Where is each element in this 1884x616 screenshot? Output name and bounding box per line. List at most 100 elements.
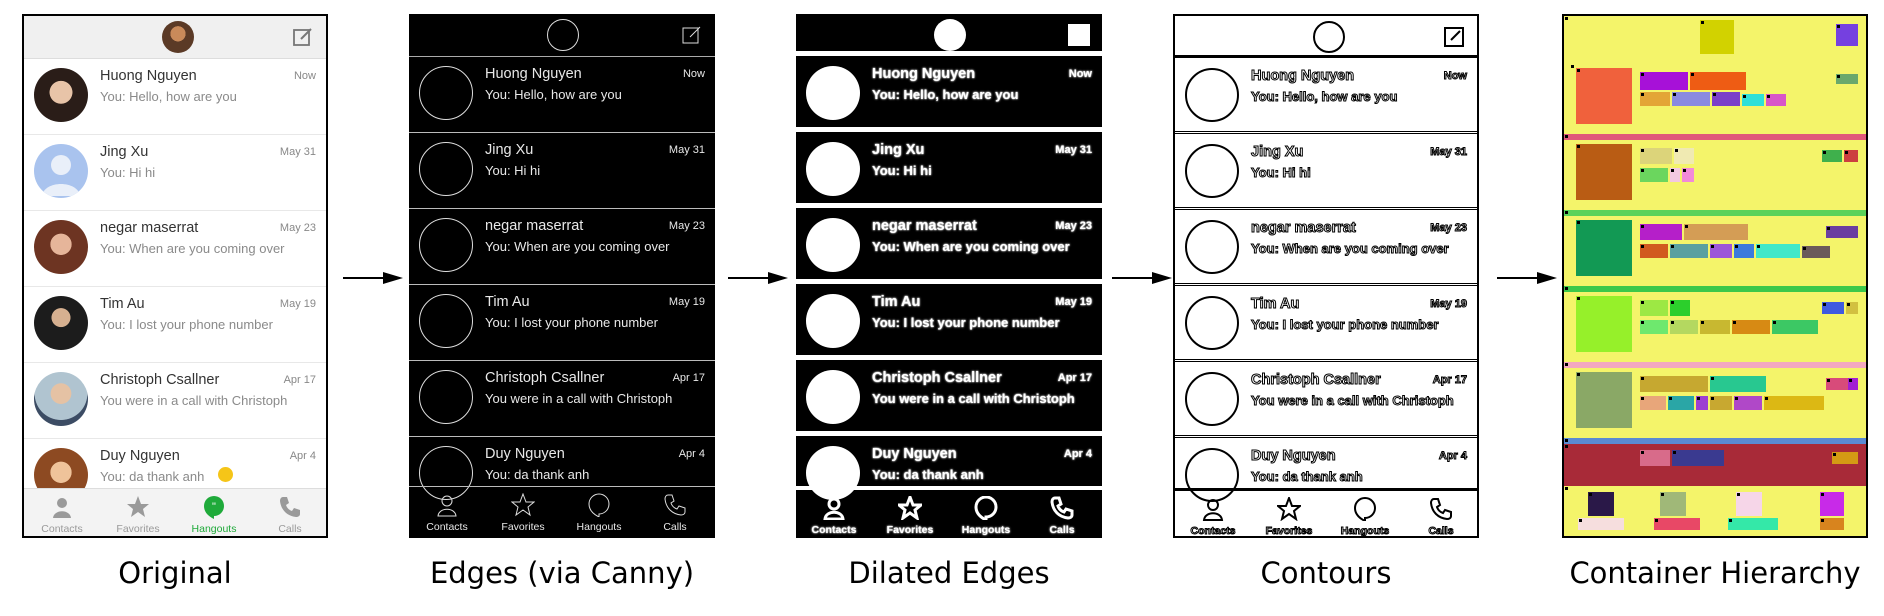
avatar-box — [1576, 296, 1632, 352]
conversation-row[interactable]: Christoph Csallner Apr 17 You were in a … — [24, 362, 326, 439]
hangouts-icon: " — [204, 496, 224, 519]
text-box — [1732, 320, 1770, 334]
avatar — [34, 372, 88, 426]
tab-calls: Calls — [637, 487, 713, 538]
tab-favorites: Favorites — [872, 490, 948, 538]
divider-box — [1564, 210, 1866, 216]
bottom-navigation: Contacts Favorites Hangouts Calls — [796, 486, 1102, 538]
tab-label: Contacts — [811, 524, 857, 536]
avatar — [34, 68, 88, 122]
nav-label-box — [1578, 518, 1624, 530]
contact-name: Jing Xu — [485, 142, 534, 158]
message-date: May 19 — [668, 296, 705, 308]
text-box — [1640, 376, 1708, 392]
tab-calls[interactable]: Calls — [252, 489, 326, 536]
text-box — [1710, 244, 1732, 258]
conversation-row[interactable]: Huong Nguyen Now You: Hello, how are you — [24, 58, 326, 135]
caption-edges: Edges (via Canny) — [429, 556, 695, 590]
message-preview: You: I lost your phone number — [100, 317, 273, 332]
text-box — [1670, 244, 1708, 258]
text-box — [1734, 396, 1762, 410]
tab-label: Calls — [663, 521, 687, 533]
message-date: Apr 17 — [1432, 374, 1467, 387]
compose-icon[interactable] — [292, 26, 314, 48]
contact-name: Duy Nguyen — [100, 448, 180, 464]
original-screenshot-panel: Huong Nguyen Now You: Hello, how are you… — [22, 14, 328, 538]
message-preview: You were in a call with Christoph — [100, 393, 288, 408]
app-header — [796, 14, 1102, 56]
text-box — [1640, 396, 1666, 410]
conversation-row[interactable]: Tim Au May 19 You: I lost your phone num… — [24, 286, 326, 363]
message-preview: You: I lost your phone number — [872, 315, 1060, 330]
message-preview: You: Hi hi — [485, 163, 541, 178]
tab-label: Favorites — [116, 523, 160, 535]
message-date: Apr 17 — [672, 372, 705, 384]
divider-box — [1564, 134, 1866, 140]
text-box — [1684, 224, 1748, 240]
contact-name: Duy Nguyen — [485, 446, 565, 462]
caption-hierarchy: Container Hierarchy — [1569, 556, 1861, 590]
message-date: May 23 — [1055, 220, 1092, 232]
tab-contacts: Contacts — [796, 490, 872, 538]
tab-hangouts[interactable]: " Hangouts — [176, 489, 252, 536]
text-box — [1756, 244, 1800, 258]
tab-label: Contacts — [426, 521, 468, 533]
message-date: Apr 4 — [678, 448, 705, 460]
tab-contacts[interactable]: Contacts — [24, 489, 100, 536]
nav-label-box — [1654, 518, 1700, 530]
text-box — [1710, 396, 1732, 410]
profile-avatar[interactable] — [162, 21, 194, 53]
message-date: Apr 4 — [289, 450, 316, 462]
avatar-box — [1576, 372, 1632, 428]
nav-label-box — [1728, 518, 1778, 530]
person-icon — [53, 498, 71, 518]
tab-contacts: Contacts — [409, 487, 485, 538]
avatar — [806, 294, 860, 348]
conversation-row[interactable]: negar maserrat May 23 You: When are you … — [24, 210, 326, 287]
text-box — [1826, 226, 1858, 238]
bottom-navigation: Contacts Favorites Hangouts Calls — [409, 486, 715, 538]
text-box — [1690, 72, 1746, 90]
message-preview: You: Hello, how are you — [872, 87, 1019, 102]
avatar — [419, 66, 473, 120]
tab-favorites[interactable]: Favorites — [100, 489, 176, 536]
tab-contacts: Contacts — [1175, 491, 1251, 536]
tab-hangouts: Hangouts — [561, 487, 637, 538]
profile-avatar — [547, 19, 579, 51]
contact-name: Jing Xu — [872, 142, 925, 158]
arrow-right-icon — [343, 272, 403, 284]
contact-name: negar maserrat — [485, 218, 584, 234]
contact-name: negar maserrat — [100, 220, 199, 236]
contact-name: Tim Au — [100, 296, 145, 312]
text-box — [1832, 452, 1858, 464]
tab-favorites: Favorites — [1251, 491, 1327, 536]
contact-name: Christoph Csallner — [1251, 372, 1382, 389]
tab-label: Favorites — [886, 524, 934, 536]
profile-avatar — [934, 19, 966, 51]
text-box — [1672, 450, 1724, 466]
nav-container-box — [1564, 486, 1866, 536]
message-date: May 31 — [279, 146, 316, 158]
conversation-list[interactable]: Huong Nguyen Now You: Hello, how are you… — [24, 58, 326, 504]
text-box — [1640, 224, 1682, 240]
text-box — [1640, 320, 1668, 334]
avatar-box — [1576, 68, 1632, 124]
contact-name: Tim Au — [872, 294, 921, 310]
star-icon — [1277, 497, 1301, 521]
hangouts-icon — [974, 496, 998, 520]
tab-label: Hangouts — [191, 523, 237, 535]
message-preview: You: I lost your phone number — [485, 315, 658, 330]
text-box — [1640, 72, 1688, 90]
conversation-row[interactable]: Jing Xu May 31 You: Hi hi — [24, 134, 326, 211]
bottom-navigation: Contacts Favorites " Hangouts Calls — [24, 488, 326, 536]
hangouts-icon — [588, 493, 610, 517]
app-header — [409, 14, 715, 57]
